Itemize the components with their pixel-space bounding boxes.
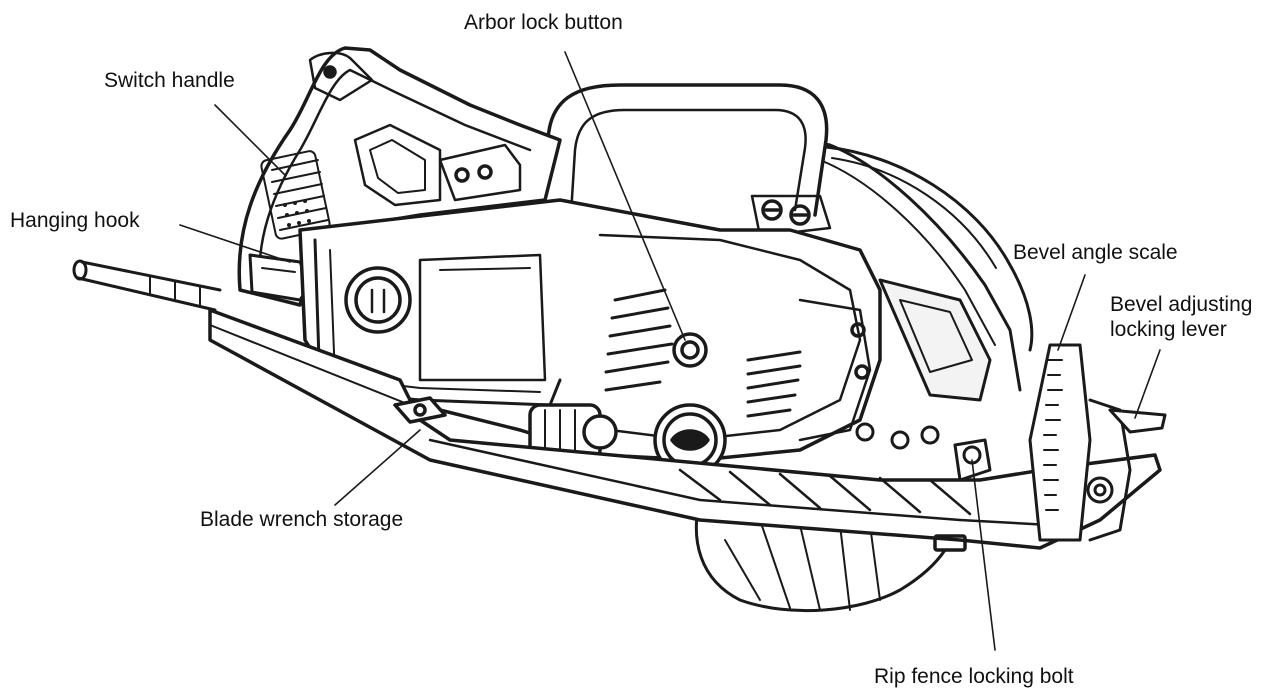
leader-switch-handle — [214, 104, 286, 176]
leader-arbor-lock — [564, 51, 686, 341]
leader-hanging-hook — [179, 224, 291, 263]
label-bevel-adjusting-locking-lever: Bevel adjusting locking lever — [1110, 292, 1252, 342]
label-blade-wrench-storage: Blade wrench storage — [200, 508, 404, 531]
label-bevel-angle-scale: Bevel angle scale — [1013, 241, 1178, 264]
leader-bevel-lever — [1134, 349, 1161, 419]
saw-blade — [694, 145, 1034, 613]
power-cord — [72, 259, 222, 312]
label-rip-fence-locking-bolt: Rip fence locking bolt — [874, 665, 1074, 688]
bevel-assembly — [855, 343, 1167, 542]
leader-lines — [179, 51, 1161, 651]
label-bevel-adjusting-line1: Bevel adjusting — [1110, 293, 1253, 316]
leader-blade-wrench — [334, 429, 421, 506]
label-switch-handle: Switch handle — [104, 69, 235, 92]
label-bevel-adjusting-line2: locking lever — [1110, 318, 1227, 341]
label-hanging-hook: Hanging hook — [10, 209, 140, 232]
label-arbor-lock-button: Arbor lock button — [464, 11, 623, 34]
blade-guard — [638, 133, 1022, 402]
leader-bevel-scale — [1057, 274, 1086, 351]
leader-rip-fence-bolt — [971, 459, 996, 651]
base-plate — [208, 308, 1162, 552]
